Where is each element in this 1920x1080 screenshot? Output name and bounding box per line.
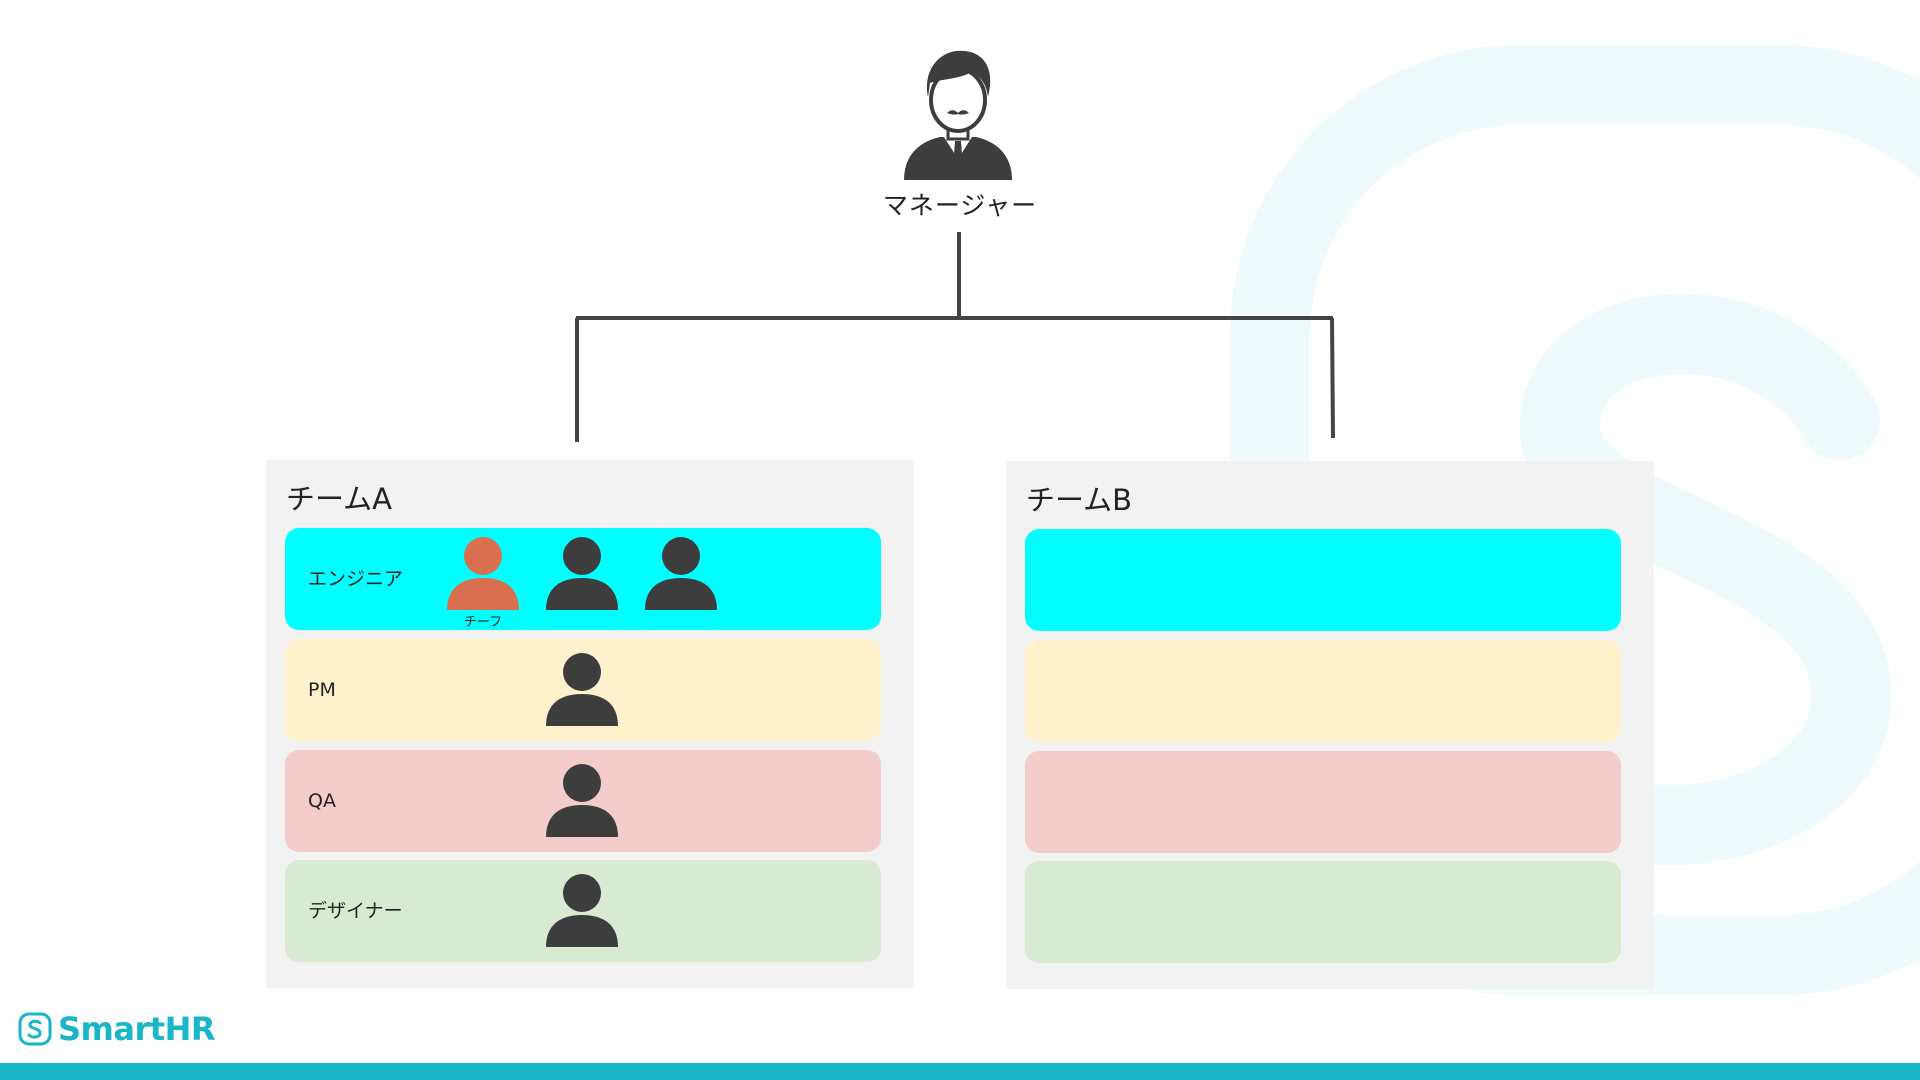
pm-role-label: PM	[308, 679, 336, 701]
team-b-title: チームB	[1026, 483, 1133, 517]
team-b-qa-row	[1025, 751, 1621, 853]
team-a-designer-row: デザイナー	[285, 860, 881, 962]
bottom-accent-bar	[0, 1063, 1920, 1080]
person-icon	[546, 537, 618, 610]
team-a-qa-row: QA	[285, 750, 881, 852]
person-icon	[546, 874, 618, 947]
person-icon	[546, 653, 618, 726]
team-a-pm-row: PM	[285, 639, 881, 741]
person-icon	[546, 764, 618, 837]
team-a-title: チームA	[286, 482, 392, 516]
team-a-panel: チームA エンジニア チーフ PM QA デザイナー	[266, 460, 914, 988]
manager-label: マネージャー	[882, 191, 1038, 220]
chief-caption: チーフ	[463, 615, 503, 630]
team-b-pm-row	[1025, 640, 1621, 742]
designer-role-label: デザイナー	[308, 900, 403, 922]
chief-person-icon	[447, 537, 519, 610]
person-icon	[645, 537, 717, 610]
qa-role-label: QA	[308, 790, 336, 812]
team-b-panel: チームB	[1006, 461, 1654, 989]
engineer-role-label: エンジニア	[308, 568, 404, 590]
smarthr-logo-icon	[18, 1012, 52, 1046]
brand-name: SmartHR	[58, 1010, 215, 1048]
team-b-engineer-row	[1025, 529, 1621, 631]
manager-person-icon	[904, 50, 1012, 180]
team-a-engineer-row: エンジニア チーフ	[285, 528, 881, 630]
team-b-designer-row	[1025, 861, 1621, 963]
